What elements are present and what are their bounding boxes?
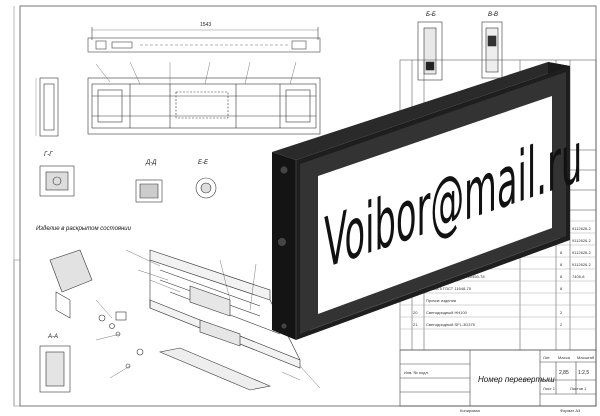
spec-row-qty: 8 [560, 274, 563, 279]
overall-dimension: 1543 [200, 22, 211, 28]
section-dd-label: Д-Д [145, 160, 157, 166]
top-view [87, 27, 321, 53]
bolt-icon [277, 237, 287, 247]
spec-row-code: 9112626-2 [572, 238, 592, 243]
section-bottom-label: А-А [47, 334, 58, 340]
bolt-icon [280, 322, 288, 330]
section-gg-label: Г-Г [44, 152, 53, 158]
mass-value: 2,85 [559, 370, 569, 376]
scale-value: 1:2,5 [578, 370, 589, 376]
title-block [399, 349, 597, 407]
spec-row-name: Шайба 5 ГОСТ 11648-75 [426, 286, 472, 291]
spec-row-code: 9112626-2 [572, 226, 592, 231]
sign-display-face [318, 96, 552, 314]
spec-row-qty: 2 [560, 310, 563, 315]
front-leaders [95, 61, 297, 85]
spec-row-code: 9112626-2 [572, 250, 592, 255]
section-bottom [39, 345, 71, 393]
sheet-number: Лист 1 [543, 386, 556, 391]
spec-row-qty: 8 [560, 262, 563, 267]
section-gg [39, 165, 75, 197]
spec-row-qty: 8 [560, 286, 563, 291]
section-bb [417, 21, 443, 81]
iso-leaders [95, 249, 321, 389]
spec-row-pos: 20 [413, 310, 418, 315]
section-bb-label: Б-Б [426, 12, 436, 18]
left-stamp-strip [13, 259, 21, 407]
lit-label: Лит. [543, 355, 550, 360]
spec-row-pos: 21 [413, 322, 418, 327]
sign-box [272, 62, 570, 340]
spec-row-qty: 8 [560, 250, 563, 255]
front-view [87, 77, 321, 135]
spec-row-name: Светодиодный SFL-3D375 [426, 322, 476, 327]
section-dd [135, 179, 163, 203]
side-view-left [35, 77, 59, 137]
spec-row-code: 9112626-2 [572, 262, 592, 267]
copied-label: Копировал [460, 408, 481, 413]
bolt-icon [279, 165, 289, 175]
iso-assembly [49, 249, 301, 391]
section-ee [195, 177, 217, 199]
spec-row-name: Прочие изделия [426, 298, 456, 303]
drawing-title: Номер перевертыш [478, 375, 555, 384]
format-label: Формат А3 [560, 408, 581, 413]
section-vv [481, 21, 503, 79]
spec-row-code: 7405-8 [572, 274, 585, 279]
spec-row-qty: 2 [560, 322, 563, 327]
iso-note: Изделие в раскрытом состоянии [36, 226, 132, 232]
mass-label: Масса [558, 355, 571, 360]
sign-top-face [272, 62, 570, 160]
section-ee-label: Е-Е [198, 160, 209, 166]
spec-row-name: Светодиодный НН100 [426, 310, 468, 315]
inv-label: Инв. № подл. [404, 370, 429, 375]
section-vv-label: В-В [488, 12, 498, 18]
sheets-total: Листов 1 [570, 386, 587, 391]
scale-label: Масштаб [577, 355, 595, 360]
